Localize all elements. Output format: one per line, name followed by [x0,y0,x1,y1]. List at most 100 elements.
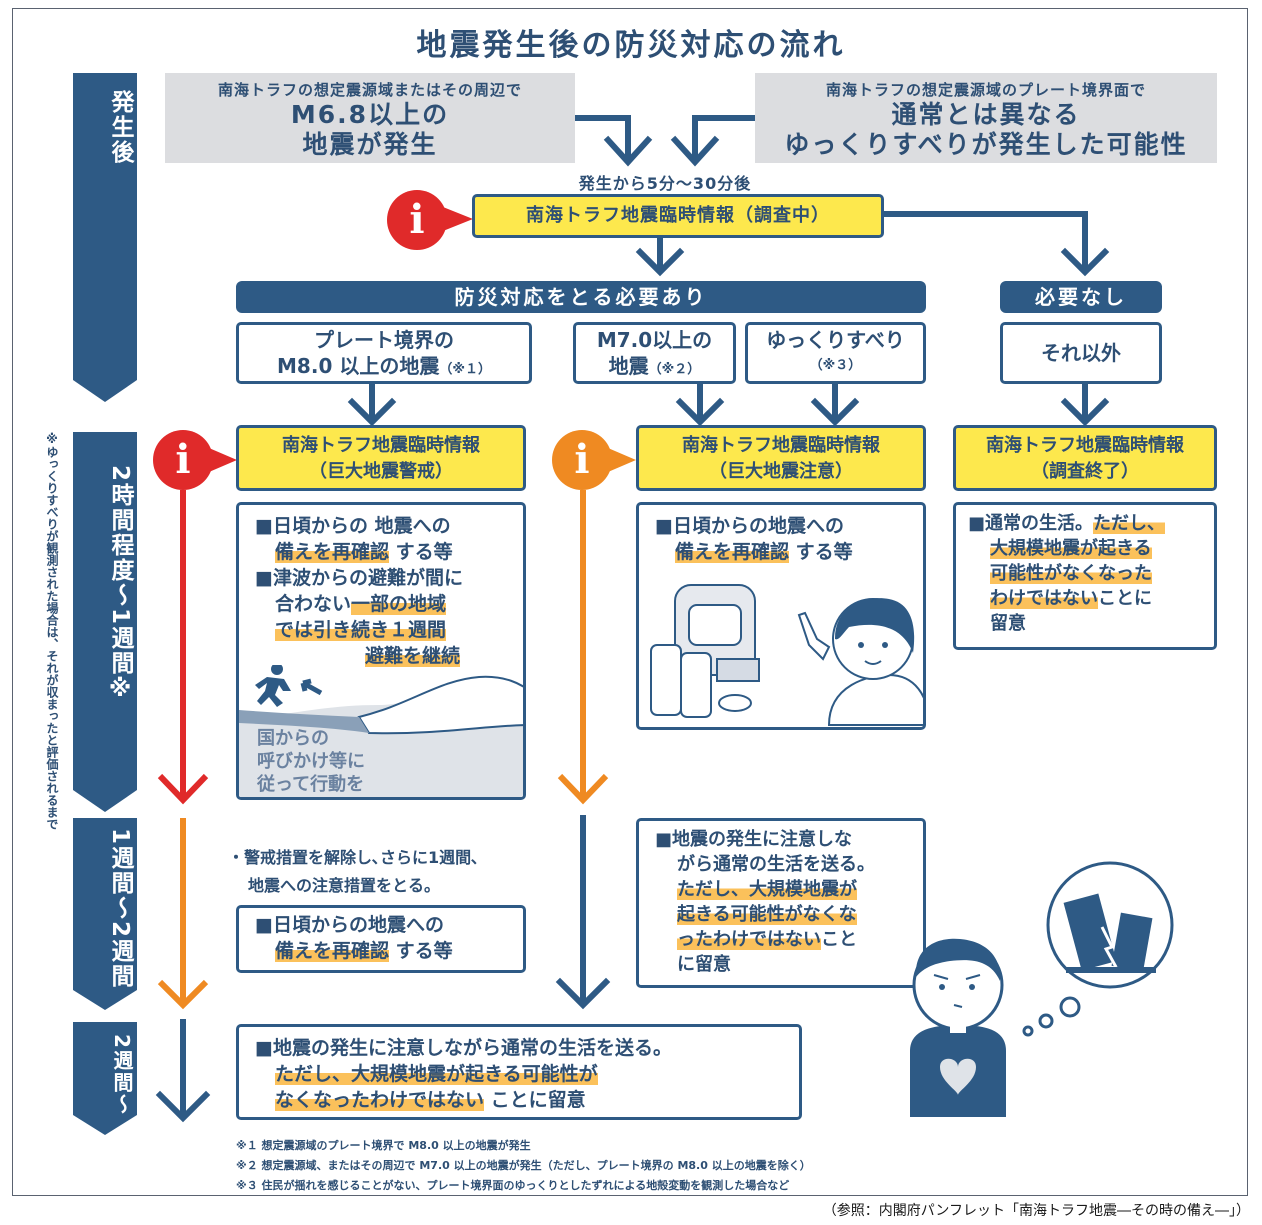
week2-box-a2-text: する等 [395,940,453,962]
phase-label-after: 発生後 [107,89,133,165]
warn-gov1: 国からの [257,728,329,749]
info-end-line1: 南海トラフ地震臨時情報 [986,435,1184,456]
caution-a2-highlight: 備えを再確認 [675,541,790,563]
food-box-icon [716,658,760,682]
cond2-line1: M7.0以上の [596,328,713,352]
final-l3-text: ことに留意 [490,1089,586,1111]
cond3-note: （※３） [809,358,862,373]
warn-gov3: 従って行動を [257,774,365,795]
diagram-title: 地震発生後の防災対応の流れ [416,28,846,63]
info-megaquake-warning: 南海トラフ地震臨時情報 （巨大地震警戒） [236,425,526,491]
worried-person-icon [910,938,1006,1117]
warn-a1: ■日頃からの 地震への [255,515,451,537]
warning-detail-box: ■日頃からの 地震への 備えを再確認 する等 ■津波からの避難が間に 合わない一… [236,502,526,800]
info-investigation-ended: 南海トラフ地震臨時情報 （調査終了） [953,425,1217,491]
caution-detail-box: ■日頃からの地震への 備えを再確認 する等 [636,502,926,730]
cond1-note: （※１） [439,362,491,377]
info-icon-caution: i [552,430,612,490]
condition-slow-slip: ゆっくりすべり （※３） [745,322,926,384]
condition-m7: M7.0以上の 地震（※２） [573,322,736,384]
header-need-action: 防災対応をとる必要あり [236,281,926,313]
phase-arrow-0 [73,73,137,402]
trigger-left-small: 南海トラフの想定震源域またはその周辺で [217,81,522,99]
week2-right-box: ■地震の発生に注意しな がら通常の生活を送る。 ただし、大規模地震が 起きる可能… [636,818,926,988]
info-icon-warning: i [153,430,213,490]
week2-box-a1: ■日頃からの地震への [255,914,444,936]
week2-right5-text: こと [821,929,857,950]
cond2-note: （※２） [648,362,701,377]
footnotes: ※１ 想定震源域のプレート境界で M8.0 以上の地震が発生 ※２ 想定震源域、… [236,1136,1136,1196]
orange-caution-arrow [157,490,609,1010]
week2-right1: ■地震の発生に注意しな [655,829,853,850]
final-l1: ■地震の発生に注意しながら通常の生活を送る。 [255,1037,672,1059]
end-l1-text: ■通常の生活。 [968,513,1094,534]
warn-b4-highlight: 避難を継続 [365,645,461,667]
cond1-line1: プレート境界の [314,328,454,352]
info-pointer-caution [608,448,636,472]
info-caution-line2: （巨大地震注意） [709,461,853,482]
phase-arrow-2 [73,818,137,1010]
condition-plate-m8: プレート境界の M8.0 以上の地震（※１） [236,322,532,384]
water-bottle-icon [650,644,682,716]
info-pointer-warning [209,448,237,472]
cond1-line2: M8.0 以上の地震 [277,354,440,378]
warn-b2-highlight: 一部の地域 [351,593,447,615]
diagram-frame [12,8,1248,1196]
info-warning-line1: 南海トラフ地震臨時情報 [282,435,480,456]
phase-label-2h-1w: 2時間程度〜1週間※ [107,465,133,705]
trigger-right-small: 南海トラフの想定震源域のプレート境界面で [825,81,1146,99]
red-warning-arrow [157,490,209,805]
info-end-line2: （調査終了） [1031,461,1139,482]
header-no-need: 必要なし [1000,281,1162,313]
phase-label-2w: 2週間〜 [110,1034,134,1116]
week2-bullet2: 地震への注意措置をとる。 [248,876,441,895]
canned-food-icon [718,694,752,712]
woman-pointing-icon [797,598,923,726]
week2-right4-highlight: 起きる可能性がなくな [677,904,857,925]
final-phase-box: ■地震の発生に注意しながら通常の生活を送る。 ただし、大規模地震が起きる可能性が… [236,1024,802,1120]
warn-a2-text: する等 [395,541,453,563]
end-detail-box: ■通常の生活。ただし、 大規模地震が起きる 可能性がなくなった わけではないこと… [953,502,1217,650]
navy-connectors [155,115,1110,1123]
warn-gov2: 呼びかけ等に [257,751,365,772]
trigger-left-big2: 地震が発生 [302,130,438,159]
week2-left-box: ■日頃からの地震への 備えを再確認 する等 [236,905,526,973]
person-thinking-illustration [910,861,1174,1117]
phase-label-1w-2w: 1週間〜2週間 [107,828,133,990]
caution-a1: ■日頃からの地震への [655,515,844,537]
final-l3-highlight: なくなったわけではない [275,1089,485,1111]
cond3-line1: ゆっくりすべり [766,328,905,352]
week2-right2: がら通常の生活を送る。 [677,854,875,875]
phase-arrow-1 [73,432,137,812]
direction-arrow-icon [300,678,323,696]
week2-bullet1: ・警戒措置を解除し､さらに1週間､ [228,848,480,867]
end-l4-text: ことに [1098,588,1152,609]
supplies-illustration [650,584,923,726]
info-pointer-red [443,207,473,231]
trigger-right-big1: 通常とは異なる [891,100,1081,129]
final-l2-highlight: ただし、大規模地震が起きる可能性が [275,1063,598,1085]
week2-right3-highlight: ただし、大規模地震が [677,879,857,900]
running-person-icon [255,665,291,707]
footnote-3: ※３ 住民が揺れを感じることがない、プレート境界面のゆっくりとしたずれによる地殻… [236,1179,790,1192]
collapsed-building-icon [1063,893,1156,973]
info-megaquake-caution: 南海トラフ地震臨時情報 （巨大地震注意） [636,425,926,491]
heart-icon [940,1058,976,1095]
tsunami-illustration [239,665,523,797]
cond2-line2: 地震 [608,354,649,378]
warn-b2-text: 合わない [275,593,352,615]
info-caution-line1: 南海トラフ地震臨時情報 [682,435,880,456]
phase-arrow-3 [73,1022,137,1135]
info-warning-line2: （巨大地震警戒） [309,461,453,482]
end-l4-highlight: わけではない [990,588,1098,609]
trigger-right-big2: ゆっくりすべりが発生した可能性 [784,130,1188,159]
water-bottle-icon-2 [680,652,712,718]
week2-box-a2-highlight: 備えを再確認 [275,940,390,962]
end-l2-highlight: 大規模地震が起きる [990,538,1152,559]
reference-caption: （参照：内閣府パンフレット「南海トラフ地震―その時の備え―」） [822,1203,1250,1219]
end-l5-text: 留意 [990,613,1026,634]
trigger-left-big1: M6.8以上の [290,100,450,129]
condition-other: それ以外 [1000,322,1162,384]
footnote-1: ※１ 想定震源域のプレート境界で M8.0 以上の地震が発生 [236,1139,531,1152]
